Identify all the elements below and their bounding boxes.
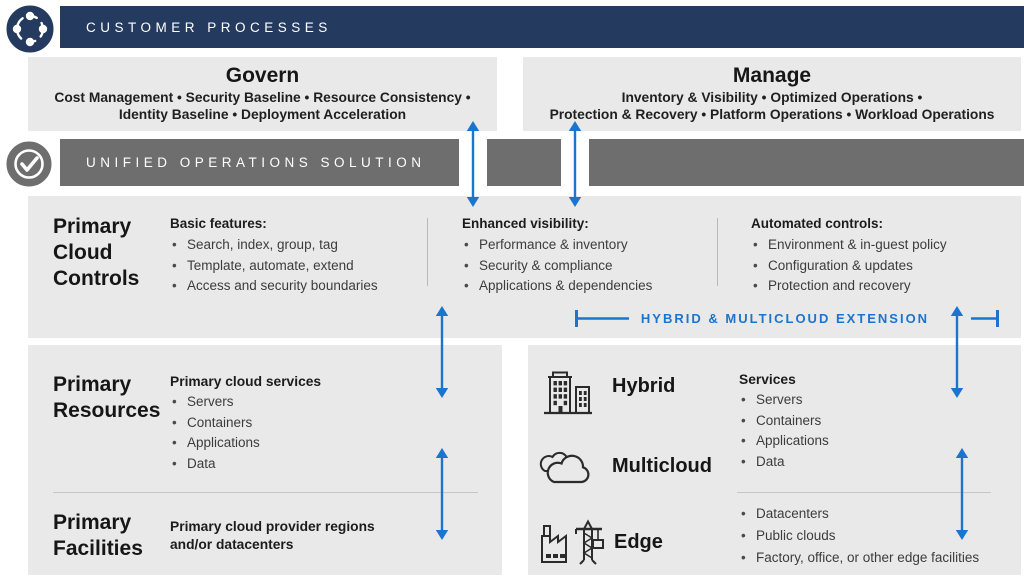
list-item: Servers [739, 390, 829, 411]
arrow-controls-resources [433, 306, 451, 398]
list-item: Public clouds [739, 525, 979, 547]
primary-facilities-heading: Primary Facilities [53, 511, 143, 560]
arrow-resources-facilities [433, 448, 451, 540]
customer-processes-label: CUSTOMER PROCESSES [86, 19, 332, 35]
automated-controls-title: Automated controls: [751, 216, 884, 231]
extension-label: HYBRID & MULTICLOUD EXTENSION [640, 311, 930, 326]
customer-processes-icon [2, 1, 58, 57]
arrow-govern-unified [464, 121, 482, 207]
govern-line2: Identity Baseline • Deployment Accelerat… [118, 107, 407, 122]
services-block: Services Servers Containers Applications… [739, 372, 829, 472]
list-item: Containers [739, 411, 829, 432]
govern-title: Govern [225, 64, 300, 87]
manage-line1: Inventory & Visibility • Optimized Opera… [621, 90, 923, 105]
hybrid-label: Hybrid [612, 375, 676, 397]
multicloud-label: Multicloud [612, 455, 712, 477]
list-item: Data [739, 452, 829, 473]
list-item: Data [170, 454, 321, 475]
primary-resources-facilities-panel: Primary Resources Primary cloud services… [28, 345, 502, 575]
locations-block: Datacenters Public clouds Factory, offic… [739, 503, 979, 569]
list-item: Access and security boundaries [170, 276, 378, 297]
primary-resources-heading: Primary Resources [53, 373, 161, 422]
list-item: Configuration & updates [751, 256, 947, 277]
list-item: Factory, office, or other edge facilitie… [739, 547, 979, 569]
resources-facilities-divider [53, 492, 478, 493]
list-item: Applications [170, 433, 321, 454]
edge-label: Edge [614, 531, 663, 553]
primary-cloud-controls-panel: Primary Cloud Controls Basic features: S… [28, 196, 1021, 338]
list-item: Search, index, group, tag [170, 235, 378, 256]
factory-crane-icon [538, 516, 606, 566]
govern-panel: Govern Cost Management • Security Baseli… [28, 57, 497, 131]
primary-facilities-description: Primary cloud provider regions and/or da… [170, 519, 375, 552]
extension-bracket-left [575, 310, 629, 327]
arrow-manage-unified [566, 121, 584, 207]
unified-operations-label: UNIFIED OPERATIONS SOLUTION [86, 155, 426, 170]
column-divider [427, 218, 428, 286]
list-item: Template, automate, extend [170, 256, 378, 277]
manage-line2: Protection & Recovery • Platform Operati… [549, 107, 995, 122]
primary-cloud-services-block: Primary cloud services Servers Container… [170, 374, 321, 474]
manage-panel: Manage Inventory & Visibility • Optimize… [523, 57, 1021, 131]
services-locations-divider [737, 492, 991, 493]
buildings-icon [542, 369, 594, 415]
govern-line1: Cost Management • Security Baseline • Re… [54, 90, 471, 105]
enhanced-visibility-title: Enhanced visibility: [462, 216, 589, 231]
basic-features-title: Basic features: [170, 216, 267, 231]
primary-cloud-services-title: Primary cloud services [170, 374, 322, 389]
list-item: Datacenters [739, 503, 979, 525]
customer-processes-banner: CUSTOMER PROCESSES [60, 6, 1024, 48]
manage-title: Manage [732, 64, 812, 87]
list-item: Performance & inventory [462, 235, 652, 256]
list-item: Environment & in-guest policy [751, 235, 947, 256]
unified-operations-banner: UNIFIED OPERATIONS SOLUTION [60, 139, 1024, 186]
list-item: Security & compliance [462, 256, 652, 277]
arrow-services-locations [953, 448, 971, 540]
checkmark-icon [2, 137, 56, 191]
services-title: Services [739, 372, 796, 387]
automated-controls-column: Automated controls: Environment & in-gue… [751, 216, 947, 297]
list-item: Servers [170, 392, 321, 413]
list-item: Applications & dependencies [462, 276, 652, 297]
list-item: Protection and recovery [751, 276, 947, 297]
column-divider [717, 218, 718, 286]
primary-cloud-controls-heading: Primary Cloud Controls [53, 215, 140, 290]
arrow-extension-services [948, 306, 966, 398]
extension-bracket-right [971, 310, 999, 327]
enhanced-visibility-column: Enhanced visibility: Performance & inven… [462, 216, 652, 297]
hybrid-multicloud-edge-panel: Hybrid Multicloud [528, 345, 1021, 575]
list-item: Containers [170, 413, 321, 434]
list-item: Applications [739, 431, 829, 452]
basic-features-column: Basic features: Search, index, group, ta… [170, 216, 378, 297]
clouds-icon [538, 448, 598, 486]
